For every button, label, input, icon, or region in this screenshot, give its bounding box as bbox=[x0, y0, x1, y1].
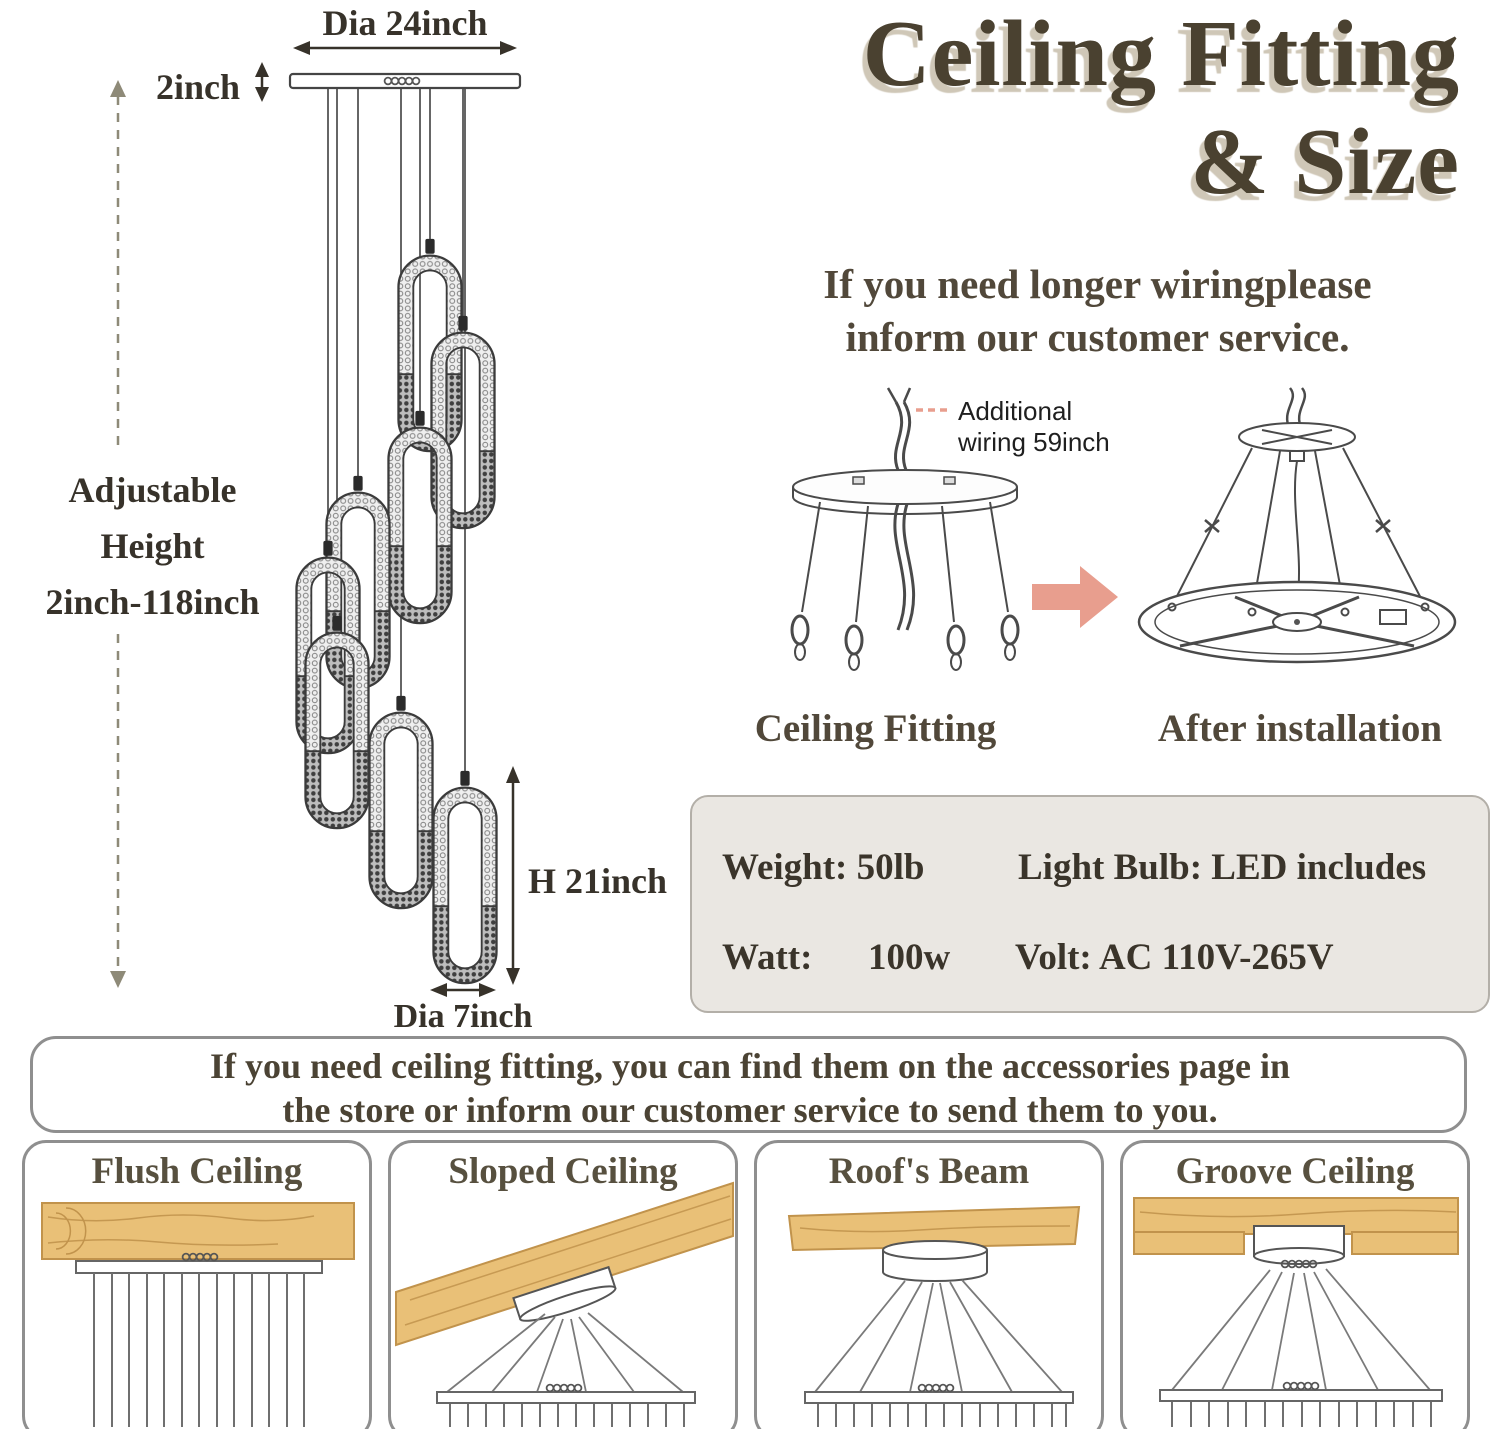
additional-wiring-annotation: Additional wiring 59inch bbox=[958, 396, 1110, 458]
ceiling-fitting-caption: Ceiling Fitting bbox=[754, 707, 997, 750]
accessories-note-line-1: If you need ceiling fitting, you can fin… bbox=[210, 1046, 1290, 1086]
dim-adjustable-height-label: Adjustable Height 2inch-118inch bbox=[5, 462, 300, 630]
wiring-note-line-1: If you need longer wiringplease bbox=[823, 261, 1372, 307]
spec-bulb: Light Bulb: LED includes bbox=[1018, 847, 1427, 888]
wiring-note-line-2: inform our customer service. bbox=[845, 314, 1350, 360]
page-title: Ceiling Fitting & Size bbox=[690, 0, 1460, 216]
dim-canopy-height-label: 2inch bbox=[155, 67, 240, 107]
accessories-note: If you need ceiling fitting, you can fin… bbox=[40, 1044, 1460, 1132]
panel-title-sloped-ceiling: Sloped Ceiling bbox=[448, 1151, 678, 1192]
transition-arrow bbox=[1032, 566, 1118, 628]
panel-title-roofs-beam: Roof's Beam bbox=[828, 1151, 1030, 1192]
accessories-note-line-2: the store or inform our customer service… bbox=[282, 1090, 1218, 1130]
spec-weight: Weight: 50lb bbox=[722, 847, 925, 888]
panel-title-groove-ceiling: Groove Ceiling bbox=[1175, 1151, 1415, 1192]
wiring-note: If you need longer wiringplease inform o… bbox=[710, 258, 1485, 364]
spec-watt-label: Watt: bbox=[722, 937, 813, 978]
spec-volt: Volt: AC 110V-265V bbox=[1015, 937, 1334, 978]
page-title-line-1: Ceiling Fitting bbox=[862, 2, 1460, 106]
dim-pendant-height-label: H 21inch bbox=[528, 861, 668, 901]
accessories-note-box bbox=[30, 1036, 1467, 1133]
adjustable-line-3: 2inch-118inch bbox=[45, 582, 260, 622]
page-title-line-2: & Size bbox=[1190, 110, 1460, 214]
annotation-line-2: wiring 59inch bbox=[958, 427, 1110, 457]
after-installation-diagram bbox=[1137, 387, 1457, 664]
annotation-line-1: Additional bbox=[958, 396, 1073, 426]
adjustable-line-2: Height bbox=[100, 526, 205, 566]
after-installation-caption: After installation bbox=[1157, 707, 1443, 750]
specs-box bbox=[690, 795, 1490, 1013]
dim-pendant-diameter-label: Dia 7inch bbox=[393, 998, 533, 1035]
chandelier-diagram bbox=[288, 72, 522, 985]
spec-watt-value: 100w bbox=[868, 937, 951, 978]
dim-top-diameter-label: Dia 24inch bbox=[322, 3, 488, 43]
adjustable-line-1: Adjustable bbox=[68, 470, 237, 510]
panel-title-flush-ceiling: Flush Ceiling bbox=[91, 1151, 303, 1192]
